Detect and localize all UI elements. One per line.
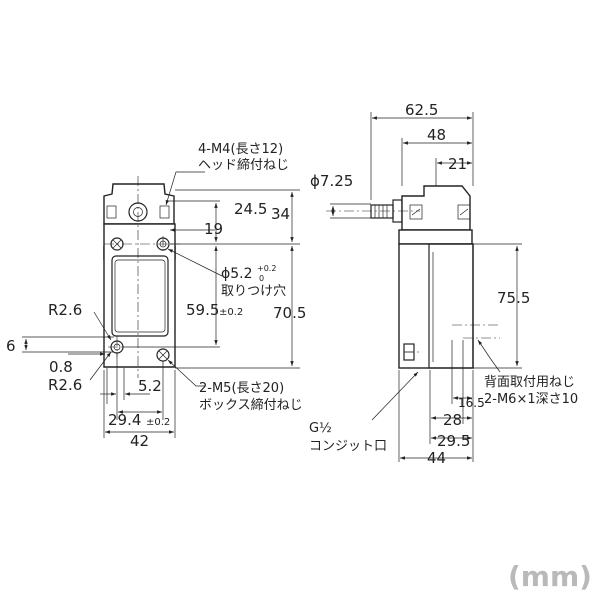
leader-conduit — [371, 371, 419, 421]
dim-label-70-5: 70.5 — [273, 304, 306, 322]
dim-label-34: 34 — [271, 205, 290, 223]
dim-label-59-5-tol: ±0.2 — [219, 307, 243, 318]
back-mount-note-line2: 2-M6×1深さ10 — [484, 392, 578, 407]
box-screw-note-line1: 2-M5(長さ20) — [199, 381, 284, 396]
front-view: 4-M4(長さ12) ヘッド締付ねじ 24.5 34 19 ϕ5.2 +0.2 … — [6, 142, 306, 450]
head-screw-note-line1: 4-M4(長さ12) — [198, 142, 283, 157]
dim-label-48: 48 — [427, 126, 446, 144]
side-flange — [398, 229, 473, 245]
box-screw-note-line2: ボックス締付ねじ — [199, 397, 303, 413]
back-mount-note-line1: 背面取付用ねじ — [484, 375, 575, 390]
dim-label-0-8: 0.8 — [49, 358, 73, 376]
front-cover — [111, 255, 169, 337]
dim-label-29-5: 29.5 — [437, 432, 470, 450]
side-shaft — [370, 204, 394, 219]
dim-label-42: 42 — [130, 432, 149, 450]
side-head — [401, 185, 471, 231]
side-back-plate — [428, 243, 474, 369]
unit-label: (mm) — [508, 560, 592, 593]
front-head-slot-left — [106, 205, 117, 219]
hole-note-tol-upper: +0.2 — [257, 264, 276, 273]
leader-box-screw — [167, 359, 205, 387]
front-head-slot-right — [159, 205, 170, 219]
hole-note-dia: ϕ5.2 — [221, 266, 253, 282]
dim-label-dia-7-25: ϕ7.25 — [310, 172, 353, 190]
dim-label-5-2: 5.2 — [138, 377, 162, 395]
dim-label-29-4-tol: ±0.2 — [146, 417, 170, 428]
dim-label-r2-6-bottom: R2.6 — [48, 376, 82, 394]
leader-back-mount — [477, 339, 501, 373]
conduit-note-line1: G½ — [309, 421, 332, 436]
hole-note-text: 取りつけ穴 — [221, 284, 286, 299]
side-body — [398, 243, 474, 369]
leader-head-screw — [165, 171, 205, 206]
dim-label-r2-6-top: R2.6 — [48, 301, 82, 319]
dim-label-44: 44 — [427, 449, 446, 467]
leader-hole — [167, 248, 223, 277]
dim-label-75-5: 75.5 — [497, 289, 530, 307]
leader-r2-6-bottom — [89, 351, 112, 381]
dim-label-59-5: 59.5 — [186, 301, 219, 319]
dim-label-19: 19 — [204, 220, 223, 238]
front-cover-inner — [114, 259, 166, 333]
conduit-note-line2: コンジット口 — [309, 439, 387, 454]
side-view: 62.5 48 21 ϕ7.25 75.5 背面取付用ねじ 2-M6×1深さ10… — [309, 101, 578, 467]
leader-r2-6-top — [93, 311, 112, 341]
dim-label-62-5: 62.5 — [405, 101, 438, 119]
dim-label-16-5: 16.5 — [458, 396, 485, 410]
front-body — [103, 246, 176, 368]
hole-note-tol-lower: 0 — [259, 274, 264, 283]
head-screw-note-line2: ヘッド締付ねじ — [198, 157, 289, 173]
dim-label-28: 28 — [443, 411, 462, 429]
dim-label-29-4: 29.4 — [108, 411, 141, 429]
dim-label-6: 6 — [6, 337, 16, 355]
dim-label-21: 21 — [448, 155, 467, 173]
dim-label-24-5: 24.5 — [234, 200, 267, 218]
